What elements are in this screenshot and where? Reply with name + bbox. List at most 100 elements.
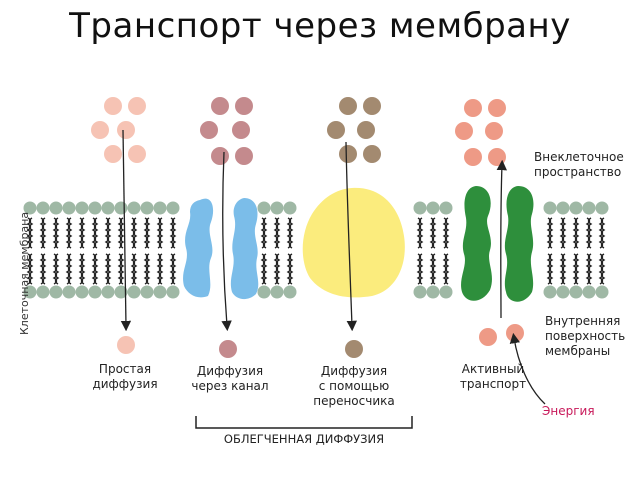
carrier-label-3: переносчика	[313, 394, 395, 408]
lipid-tail	[444, 217, 450, 249]
lipid-tail	[273, 253, 279, 285]
lipid-head	[556, 285, 570, 299]
lipid-tail	[117, 217, 123, 249]
lipid-head	[140, 285, 154, 299]
lipid-tail	[548, 253, 554, 285]
lipid-tail	[418, 217, 424, 249]
inside-label-3: мембраны	[545, 344, 611, 358]
lipid-head	[426, 201, 440, 215]
arrow-down-icon	[221, 151, 232, 332]
lipid-head	[114, 201, 128, 215]
lipid-tail	[559, 217, 565, 249]
lipid-tail	[78, 253, 84, 285]
lipid-tail	[41, 217, 47, 249]
carrier-label-1: Диффузия	[320, 364, 388, 378]
lipid-tail	[561, 217, 567, 249]
lipid-head	[556, 201, 570, 215]
lipid-tail	[572, 217, 578, 249]
lipid-head	[413, 201, 427, 215]
lipid-tail	[143, 217, 149, 249]
lipid-tail	[442, 217, 448, 249]
lipid-tail	[145, 253, 151, 285]
lipid-head	[582, 201, 596, 215]
lipid-head	[36, 285, 50, 299]
lipid-tail	[26, 217, 32, 249]
molecule	[363, 97, 381, 115]
lipid-tail	[119, 253, 125, 285]
lipid-tail	[574, 217, 580, 249]
lipid-tail	[444, 253, 450, 285]
molecule	[128, 145, 146, 163]
lipid-head	[595, 201, 609, 215]
lipid-tail	[41, 253, 47, 285]
lipid-head	[114, 285, 128, 299]
molecules-channel	[200, 97, 253, 358]
lipid-tail	[262, 253, 268, 285]
simple-label-2: диффузия	[92, 377, 158, 391]
arrow-down-icon	[120, 129, 132, 332]
lipid-tail	[80, 253, 86, 285]
lipid-head	[75, 201, 89, 215]
molecule	[479, 328, 497, 346]
lipid-head	[413, 285, 427, 299]
molecule	[455, 122, 473, 140]
molecule	[464, 148, 482, 166]
carrier-label-2: с помощью	[318, 379, 390, 393]
active-label-2: транспорт	[459, 377, 527, 391]
lipid-tail	[117, 253, 123, 285]
lipid-tail	[80, 217, 86, 249]
lipid-tail	[91, 217, 97, 249]
active-label-1: Активный	[461, 362, 525, 376]
lipid-head	[23, 285, 37, 299]
pump-protein-left	[461, 186, 492, 301]
lipid-tails	[26, 217, 606, 285]
lipid-tail	[52, 253, 58, 285]
channel-protein-right	[230, 198, 259, 300]
lipid-head	[49, 201, 63, 215]
lipid-head	[439, 201, 453, 215]
lipid-head	[75, 285, 89, 299]
lipid-head	[166, 201, 180, 215]
lipid-head	[569, 201, 583, 215]
lipid-tail	[130, 253, 136, 285]
page-title: Транспорт через мембрану	[69, 6, 571, 46]
membrane-label: Клеточная мембрана	[18, 211, 31, 335]
lipid-tail	[442, 253, 448, 285]
channel-protein-left	[183, 198, 214, 298]
lipid-tail	[416, 253, 422, 285]
lipid-head	[283, 285, 297, 299]
lipid-head	[543, 285, 557, 299]
carrier-protein	[302, 187, 405, 298]
lipid-head	[36, 201, 50, 215]
molecule	[219, 340, 237, 358]
molecule	[91, 121, 109, 139]
lipid-tail	[288, 253, 294, 285]
lipid-tail	[65, 217, 71, 249]
molecule	[104, 145, 122, 163]
lipid-head	[270, 285, 284, 299]
lipid-tail	[169, 217, 175, 249]
lipid-tail	[52, 217, 58, 249]
lipid-tail	[561, 253, 567, 285]
lipid-tail	[585, 217, 591, 249]
lipid-tail	[54, 253, 60, 285]
lipid-tail	[156, 253, 162, 285]
simple-label-1: Простая	[98, 362, 152, 376]
lipid-tail	[156, 217, 162, 249]
lipid-head	[23, 201, 37, 215]
lipid-head	[88, 201, 102, 215]
lipid-tail	[286, 217, 292, 249]
lipid-tail	[260, 253, 266, 285]
pump-protein-right	[504, 186, 534, 302]
molecule	[235, 97, 253, 115]
lipid-tail	[574, 253, 580, 285]
lipid-tail	[132, 217, 138, 249]
lipid-head	[101, 201, 115, 215]
energy-label: Энергия	[542, 404, 595, 418]
lipid-tail	[39, 217, 45, 249]
lipid-tail	[600, 217, 606, 249]
molecule	[357, 121, 375, 139]
molecule	[232, 121, 250, 139]
lipid-tail	[600, 253, 606, 285]
